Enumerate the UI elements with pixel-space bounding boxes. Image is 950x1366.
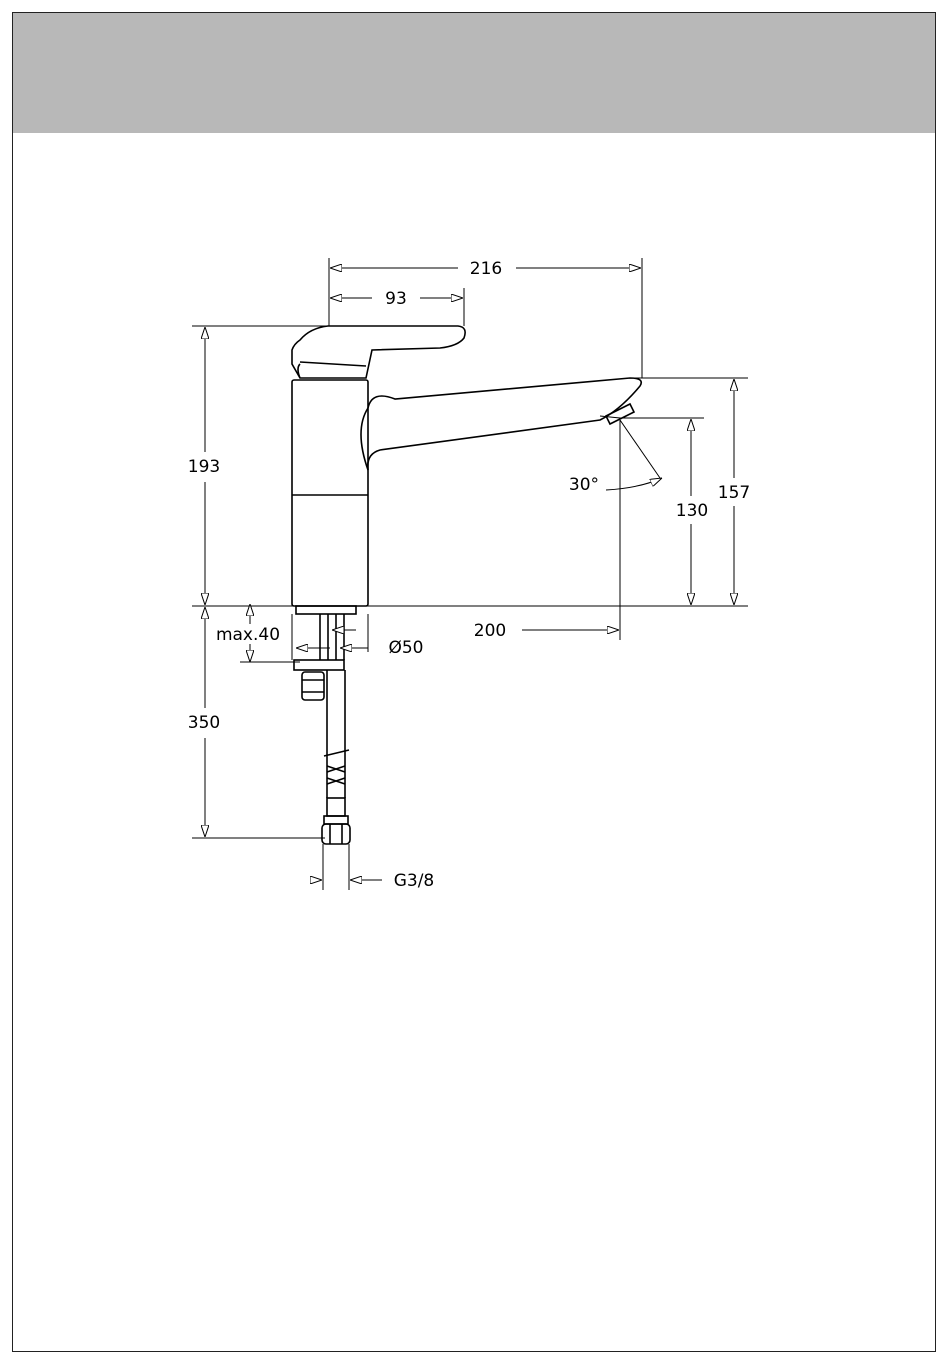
dimension-labels: 216 93 193 157 130 30° 200 Ø50 max.40 35… (188, 259, 750, 891)
swivel-line (620, 420, 660, 478)
hose-braid (327, 766, 345, 784)
label-350: 350 (188, 713, 220, 733)
label-30deg: 30° (569, 475, 599, 495)
label-157: 157 (718, 483, 750, 503)
swivel-arc (606, 478, 662, 490)
fixing-washer (294, 660, 344, 670)
main-body (292, 380, 368, 606)
lever-handle (292, 326, 465, 378)
mounting-shank (296, 606, 356, 614)
label-200: 200 (474, 621, 506, 641)
label-max40: max.40 (216, 625, 280, 645)
hose-nut (322, 824, 350, 844)
fixing-nut (302, 672, 324, 700)
spout (368, 378, 642, 470)
hose-fitting (327, 798, 345, 816)
label-d50: Ø50 (388, 638, 423, 658)
label-216: 216 (470, 259, 502, 279)
label-193: 193 (188, 457, 220, 477)
label-g38: G3/8 (394, 871, 435, 891)
dimension-lines (192, 258, 748, 890)
faucet-outline (292, 326, 641, 844)
label-93: 93 (385, 289, 407, 309)
label-130: 130 (676, 501, 708, 521)
